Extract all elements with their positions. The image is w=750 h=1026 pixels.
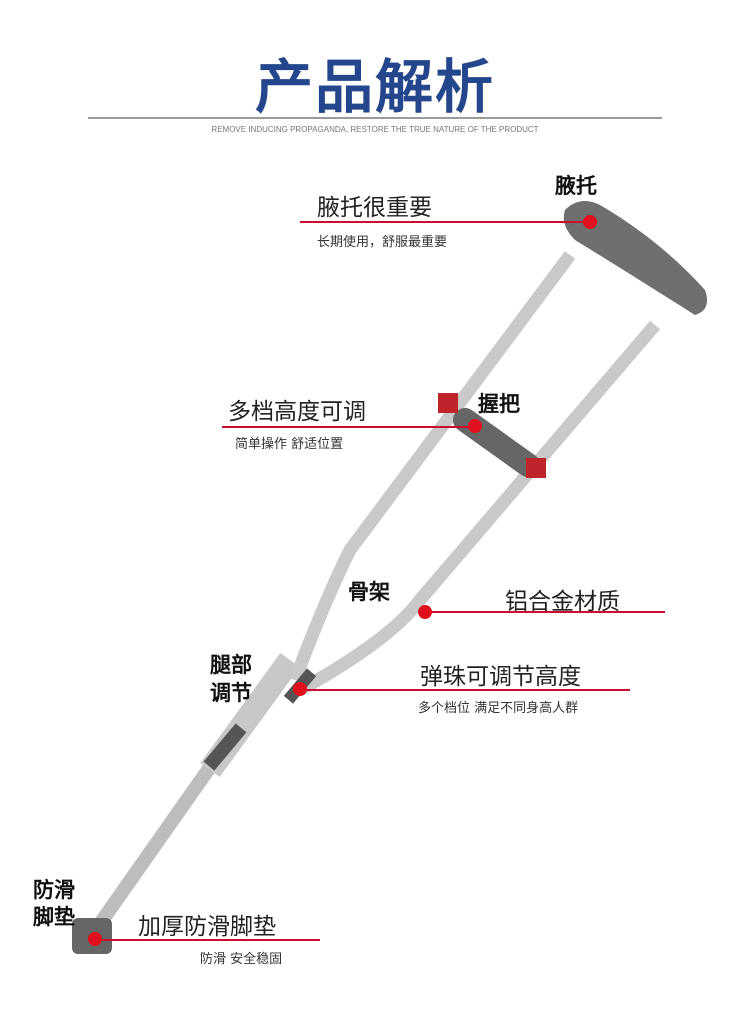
leg-detail: 多个档位 满足不同身高人群 bbox=[418, 701, 579, 716]
armrest-detail: 长期使用，舒服最重要 bbox=[317, 235, 448, 250]
part-label-leg-line1: 腿部 bbox=[210, 652, 252, 677]
part-label-foot-line2: 脚垫 bbox=[33, 904, 75, 929]
foot-detail: 防滑 安全稳固 bbox=[200, 952, 283, 967]
grip-headline: 多档高度可调 bbox=[228, 399, 366, 425]
armrest-headline: 腋托很重要 bbox=[317, 195, 432, 221]
title-divider bbox=[88, 117, 662, 119]
foot-headline: 加厚防滑脚垫 bbox=[138, 914, 276, 940]
page-title: 产品解析 bbox=[254, 53, 495, 121]
grip-detail: 简单操作 舒适位置 bbox=[235, 437, 344, 452]
leg-headline: 弹珠可调节高度 bbox=[420, 664, 581, 690]
grip-line bbox=[222, 426, 475, 428]
part-label-leg-line2: 调节 bbox=[210, 680, 252, 705]
part-label-frame: 骨架 bbox=[348, 579, 390, 604]
part-label-armrest: 腋托 bbox=[555, 173, 597, 198]
part-label-foot-line1: 防滑 bbox=[33, 877, 75, 902]
leg-line bbox=[300, 689, 630, 691]
frame-line bbox=[425, 611, 665, 613]
foot-line bbox=[95, 939, 320, 941]
page-subtitle: REMOVE INDUCING PROPAGANDA, RESTORE THE … bbox=[211, 125, 539, 134]
part-label-grip: 握把 bbox=[478, 391, 520, 416]
frame-headline: 铝合金材质 bbox=[505, 589, 620, 615]
armrest-line bbox=[300, 221, 590, 223]
